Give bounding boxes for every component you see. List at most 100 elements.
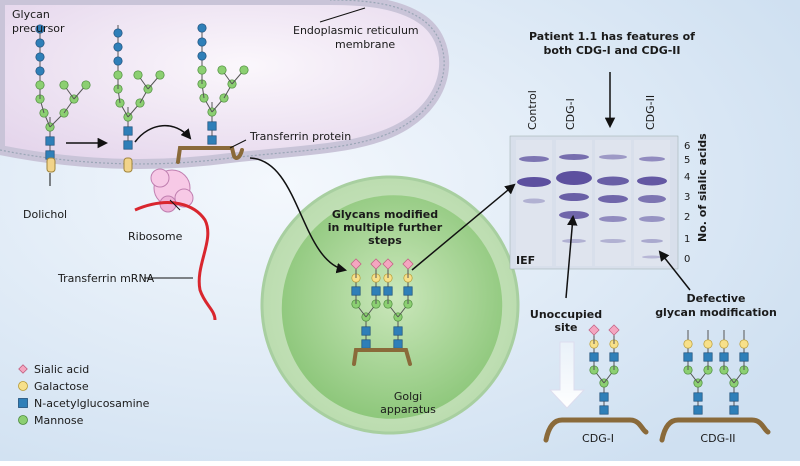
mannose-residue (239, 65, 249, 75)
mannose-residue (155, 70, 165, 80)
label-glycan-precursor-2: precursor (12, 22, 65, 35)
golgi-protein (352, 348, 412, 366)
glcnac-residue (123, 140, 133, 150)
gel-tick-label: 1 (684, 234, 690, 245)
gel-tick-label: 3 (684, 192, 690, 203)
glucose-residue (197, 51, 207, 61)
gel-tick-label: 6 (684, 141, 690, 152)
transferrin-protein (176, 146, 244, 164)
lane-label-cdg2: CDG-II (644, 95, 657, 130)
glcnac-residue (599, 405, 609, 415)
galactose-icon (18, 381, 28, 391)
mannose-residue (217, 65, 227, 75)
label-golgi-1: Golgi (394, 390, 422, 403)
transferrin-mrna (134, 201, 217, 321)
sialic-acid-residue (588, 324, 600, 336)
gel-band (641, 239, 663, 243)
flow-arrows (49, 7, 691, 299)
sialic-acid-residue (350, 258, 362, 270)
gel-lane (516, 140, 552, 266)
label-patient-2: both CDG-I and CDG-II (543, 44, 680, 57)
glucose-residue (35, 66, 45, 76)
gel-band (642, 255, 662, 259)
glcnac-residue (693, 392, 703, 402)
mannose-residue (81, 80, 91, 90)
gel-band (597, 176, 629, 186)
gel-band (639, 156, 665, 162)
gel-lane (595, 140, 631, 266)
label-cdg1: CDG-I (582, 432, 614, 445)
cdg2-protein (659, 417, 771, 443)
galactose-residue (683, 339, 693, 349)
mannose-residue (133, 70, 143, 80)
glcnac-residue (703, 352, 713, 362)
ribosome (150, 168, 194, 213)
glucose-residue (113, 28, 123, 38)
mannose-residue (35, 80, 45, 90)
glcnac-residue (729, 405, 739, 415)
label-glycans-modified-3: steps (368, 234, 402, 247)
gel-band (559, 193, 589, 201)
sialic-acid-residue (370, 258, 382, 270)
gel-tick-label: 0 (684, 254, 690, 265)
gel-band (519, 156, 549, 162)
unoccupied-arrow (548, 341, 586, 409)
legend-glcnac: N-acetylglucosamine (34, 397, 150, 410)
label-defective-2: glycan modification (655, 306, 777, 319)
sialic-acid-icon (18, 364, 28, 374)
mannose-residue (59, 80, 69, 90)
glcnac-residue (361, 339, 371, 349)
glcnac-residue (403, 286, 413, 296)
label-transferrin-protein: Transferrin protein (249, 130, 351, 143)
sialic-acid-residue (608, 324, 620, 336)
sialic-acid-residue (402, 258, 414, 270)
lane-label-cdg1: CDG-I (564, 98, 577, 130)
gel-band (517, 177, 551, 187)
gel-band (523, 198, 545, 204)
glycan-structures (35, 23, 749, 415)
legend: Sialic acid Galactose N-acetylglucosamin… (18, 363, 150, 427)
label-glycan-precursor-1: Glycan (12, 8, 50, 21)
glucose-residue (113, 56, 123, 66)
glcnac-residue (351, 286, 361, 296)
label-dolichol: Dolichol (23, 208, 67, 221)
legend-mannose: Mannose (34, 414, 84, 427)
glcnac-residue (371, 286, 381, 296)
glcnac-residue (361, 326, 371, 336)
label-unoccupied-2: site (554, 321, 577, 334)
glcnac-residue (207, 121, 217, 131)
ief-gel (509, 135, 679, 270)
label-ribosome: Ribosome (128, 230, 183, 243)
label-glycans-modified-2: in multiple further (328, 221, 443, 234)
gel-band (559, 154, 589, 160)
glcnac-icon (18, 398, 28, 408)
glcnac-residue (693, 405, 703, 415)
glcnac-residue (393, 339, 403, 349)
glcnac-residue (589, 352, 599, 362)
dolichol (46, 157, 133, 173)
glcnac-residue (739, 352, 749, 362)
label-er-membrane-2: membrane (335, 38, 395, 51)
gel-band (600, 239, 626, 243)
glucose-residue (35, 52, 45, 62)
gel-tick-label: 2 (684, 212, 690, 223)
gel-band (562, 239, 586, 243)
glcnac-residue (207, 135, 217, 145)
label-cdg2: CDG-II (700, 432, 735, 445)
gel-band (599, 216, 627, 222)
glcnac-residue (123, 126, 133, 136)
gel-band (556, 171, 592, 185)
legend-sialic-acid: Sialic acid (34, 363, 89, 376)
glucose-residue (35, 24, 45, 34)
lane-label-control: Control (526, 90, 539, 130)
mannose-residue (113, 70, 123, 80)
galactose-residue (739, 339, 749, 349)
glucose-residue (197, 23, 207, 33)
glcnac-residue (599, 392, 609, 402)
label-er-membrane-1: Endoplasmic reticulum (293, 24, 419, 37)
gel-band (637, 176, 667, 186)
label-unoccupied-1: Unoccupied (530, 308, 602, 321)
label-transferrin-mrna: Transferrin mRNA (57, 272, 155, 285)
